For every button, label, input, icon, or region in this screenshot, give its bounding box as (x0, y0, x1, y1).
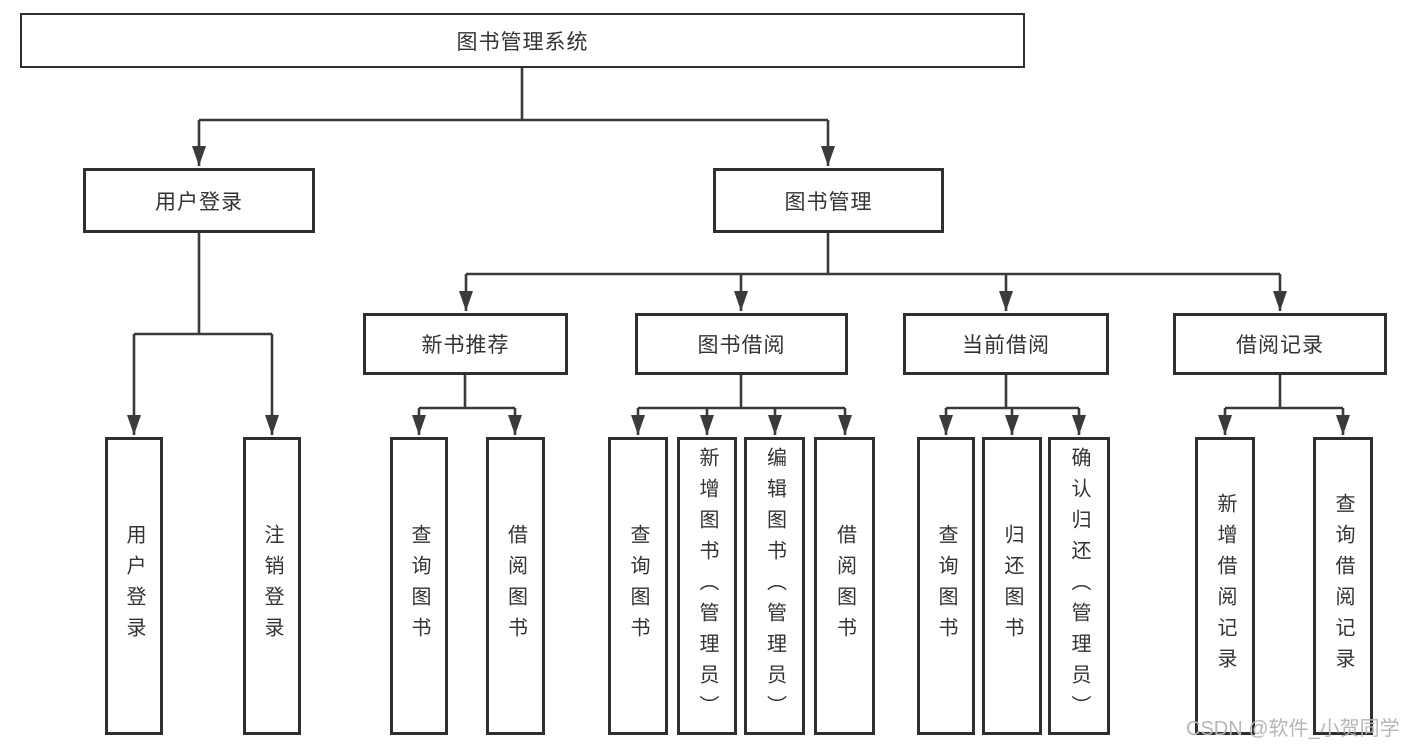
leaf-add-book: 新增图书（管理员） (677, 437, 737, 735)
node-root: 图书管理系统 (20, 13, 1025, 68)
leaf-add-borrow-record-label: 新增借阅记录 (1214, 493, 1236, 679)
leaf-logout: 注销登录 (243, 437, 301, 735)
node-book-borrow-label: 图书借阅 (697, 334, 786, 357)
leaf-return-book: 归还图书 (982, 437, 1042, 735)
leaf-confirm-return-label: 确认归还（管理员） (1068, 446, 1090, 726)
node-new-book-rec: 新书推荐 (363, 313, 568, 375)
node-root-label: 图书管理系统 (456, 30, 589, 54)
leaf-query-book-current: 查询图书 (917, 437, 975, 735)
leaf-query-book-current-label: 查询图书 (935, 524, 957, 648)
leaf-query-book-borrow: 查询图书 (608, 437, 668, 735)
leaf-add-book-label: 新增图书（管理员） (696, 446, 718, 726)
leaf-query-borrow-record-label: 查询借阅记录 (1332, 493, 1354, 679)
node-book-borrow: 图书借阅 (635, 313, 848, 375)
node-borrow-records-label: 借阅记录 (1236, 334, 1324, 357)
leaf-confirm-return: 确认归还（管理员） (1048, 437, 1110, 735)
leaf-borrow-book-rec: 借阅图书 (486, 437, 545, 735)
node-book-mgmt-label: 图书管理 (784, 190, 873, 214)
leaf-query-borrow-record: 查询借阅记录 (1313, 437, 1373, 735)
leaf-borrow-book-rec-label: 借阅图书 (504, 524, 527, 648)
node-book-mgmt: 图书管理 (713, 168, 944, 233)
connector-root-to-level2 (192, 68, 835, 166)
connector-book-borrow-children (631, 375, 852, 435)
node-user-login: 用户登录 (83, 168, 315, 233)
node-current-borrow: 当前借阅 (903, 313, 1109, 375)
connector-book-mgmt-children (459, 233, 1287, 311)
leaf-query-book-rec-label: 查询图书 (408, 524, 430, 648)
leaf-borrow-book-borrow-label: 借阅图书 (833, 524, 856, 648)
connector-new-book-rec-children (412, 375, 522, 435)
leaf-edit-book: 编辑图书（管理员） (744, 437, 805, 735)
leaf-return-book-label: 归还图书 (1001, 524, 1023, 648)
node-borrow-records: 借阅记录 (1173, 313, 1387, 375)
leaf-query-book-borrow-label: 查询图书 (627, 524, 649, 648)
node-user-login-label: 用户登录 (155, 190, 243, 214)
node-current-borrow-label: 当前借阅 (962, 334, 1050, 357)
leaf-user-login-label: 用户登录 (123, 524, 145, 648)
leaf-borrow-book-borrow: 借阅图书 (814, 437, 875, 735)
leaf-logout-label: 注销登录 (261, 524, 283, 648)
leaf-add-borrow-record: 新增借阅记录 (1195, 437, 1255, 735)
leaf-query-book-rec: 查询图书 (390, 437, 448, 735)
leaf-edit-book-label: 编辑图书（管理员） (763, 446, 786, 726)
connector-borrow-records-children (1218, 375, 1350, 435)
connector-user-login-children (127, 233, 279, 435)
connector-current-borrow-children (939, 375, 1086, 435)
watermark: CSDN @软件_小贺同学 (1186, 718, 1400, 740)
leaf-user-login: 用户登录 (105, 437, 163, 735)
node-new-book-rec-label: 新书推荐 (421, 334, 510, 357)
